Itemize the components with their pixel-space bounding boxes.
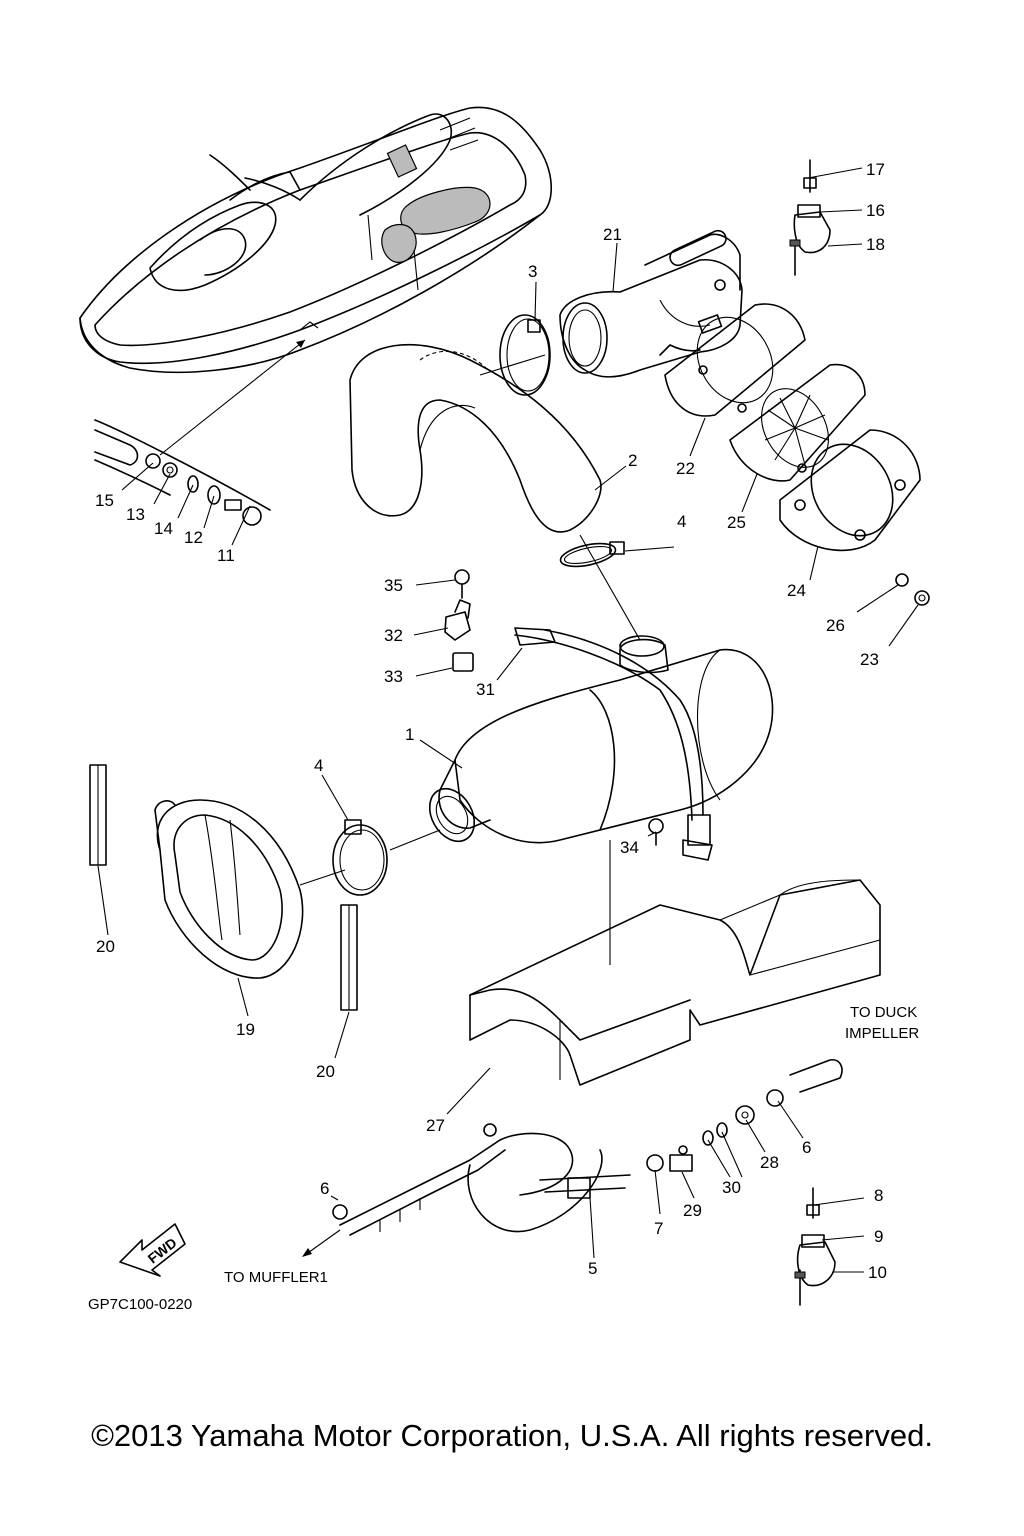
label-29: 29: [683, 1201, 702, 1220]
gasket-24: [779, 429, 921, 552]
label-30: 30: [722, 1178, 741, 1197]
hose-joint-fittings: [646, 1089, 784, 1172]
label-2: 2: [628, 451, 637, 470]
joint-pipe: [559, 229, 743, 378]
label-28: 28: [760, 1153, 779, 1172]
label-34: 34: [620, 838, 639, 857]
label-32: 32: [384, 626, 403, 645]
label-35: 35: [384, 576, 403, 595]
label-23: 23: [860, 650, 879, 669]
muffler-strap: [514, 627, 713, 861]
fwd-arrow-icon: FWD: [119, 1223, 186, 1277]
label-12: 12: [184, 528, 203, 547]
note-impeller: IMPELLER: [845, 1025, 919, 1042]
clamp-3: [499, 314, 551, 396]
label-20-right: 20: [316, 1062, 335, 1081]
clamp-band-upper: [789, 159, 831, 276]
bolt-34: [648, 818, 664, 846]
label-13: 13: [126, 505, 145, 524]
label-19: 19: [236, 1020, 255, 1039]
label-17: 17: [866, 160, 885, 179]
label-5: 5: [588, 1259, 597, 1278]
foam-block: [469, 879, 881, 1086]
hose-fitting-assembly: [94, 339, 306, 526]
exhaust-pipe-bend: [349, 343, 602, 533]
label-7: 7: [654, 1219, 663, 1238]
label-9: 9: [874, 1227, 883, 1246]
hose-lower: [339, 1123, 631, 1236]
label-18: 18: [866, 235, 885, 254]
label-24: 24: [787, 581, 806, 600]
gasket-25: [729, 363, 866, 482]
label-27: 27: [426, 1116, 445, 1135]
label-4-upper: 4: [677, 512, 686, 531]
watercraft-illustration: [79, 106, 552, 374]
gasket-22: [664, 303, 806, 417]
label-26: 26: [826, 616, 845, 635]
rubber-boot: [154, 799, 304, 979]
label-4-lower: 4: [314, 756, 323, 775]
label-31: 31: [476, 680, 495, 699]
label-3: 3: [528, 262, 537, 281]
label-33: 33: [384, 667, 403, 686]
label-14: 14: [154, 519, 173, 538]
label-15: 15: [95, 491, 114, 510]
part-labels: 17 16 18 21 3 2 22 25 4 24 26 23 35 32 3…: [95, 160, 887, 1282]
copyright-notice: ©2013 Yamaha Motor Corporation, U.S.A. A…: [91, 1418, 933, 1453]
duck-impeller-hose: [789, 1058, 843, 1093]
label-6-left: 6: [320, 1179, 329, 1198]
label-21: 21: [603, 225, 622, 244]
label-8: 8: [874, 1186, 883, 1205]
muffler: [428, 635, 774, 844]
spacer-20-right: [340, 904, 358, 1011]
label-22: 22: [676, 459, 695, 478]
clamp-band-lower: [794, 1187, 836, 1306]
clamp-6-lower: [332, 1204, 348, 1220]
spacer-20-left: [89, 764, 107, 866]
clamp-4-lower: [332, 819, 388, 896]
label-16: 16: [866, 201, 885, 220]
label-11: 11: [217, 546, 235, 565]
diagram-code: GP7C100-0220: [88, 1296, 192, 1313]
bracket-32: [444, 599, 471, 641]
label-10: 10: [868, 1263, 887, 1282]
label-1: 1: [405, 725, 414, 744]
note-to-muffler: TO MUFFLER1: [224, 1269, 328, 1286]
label-20-left: 20: [96, 937, 115, 956]
bolt-35: [454, 569, 470, 599]
label-6-right: 6: [802, 1138, 811, 1157]
nut-23: [914, 590, 930, 606]
washer-26: [895, 573, 909, 587]
note-to-duck: TO DUCK: [850, 1004, 917, 1021]
label-25: 25: [727, 513, 746, 532]
damper-33: [452, 652, 474, 672]
leader-lines: [97, 167, 919, 1273]
